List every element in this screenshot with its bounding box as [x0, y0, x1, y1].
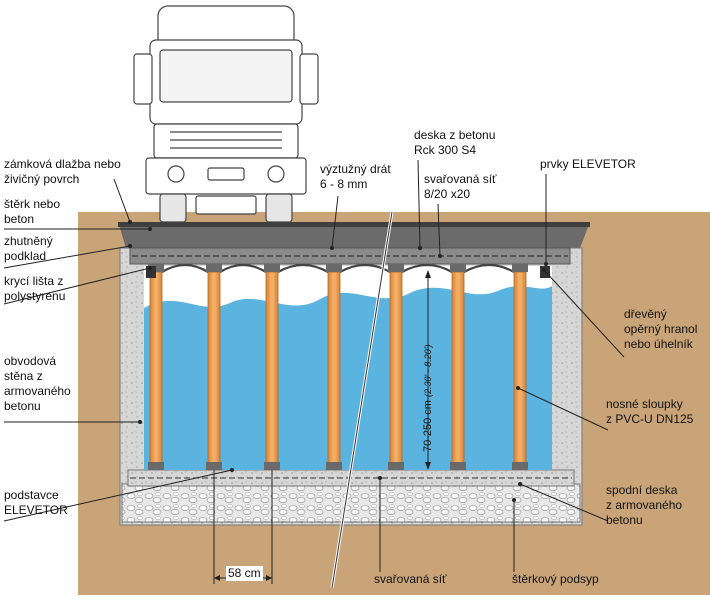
label-elevetor-elements: prvky ELEVETOR	[540, 157, 636, 171]
water	[144, 286, 552, 470]
elevetor-arch	[463, 263, 515, 273]
leader-dot	[138, 420, 142, 424]
support-column	[207, 271, 221, 469]
leader-dot	[512, 498, 516, 502]
support-column	[149, 271, 163, 469]
leader-dot	[544, 262, 548, 266]
column-head	[206, 264, 222, 272]
leader-dot	[516, 386, 520, 390]
leader-dot	[148, 266, 152, 270]
support-column	[513, 271, 527, 469]
column-head	[450, 264, 466, 272]
elevetor-base	[264, 462, 280, 470]
support-column	[265, 271, 279, 469]
support-column	[451, 271, 465, 469]
leader-dot	[418, 246, 422, 250]
elevetor-base	[512, 462, 528, 470]
elevetor-base	[148, 462, 164, 470]
elevetor-arch	[219, 263, 267, 273]
leader-dot	[438, 254, 442, 258]
leader-dot	[230, 468, 234, 472]
label-gravel-bed: štěrkový podsyp	[512, 572, 599, 586]
leader-line	[113, 178, 131, 223]
wooden-support-right	[540, 266, 550, 278]
label-spacing: 58 cm	[226, 566, 263, 581]
elevetor-arch	[161, 263, 209, 273]
column-head	[264, 264, 280, 272]
leader-dot	[518, 482, 522, 486]
leader-line	[3, 469, 233, 522]
column-head	[326, 264, 342, 272]
elevetor-base	[450, 462, 466, 470]
label-welded-mesh-bottom: svařovaná síť	[374, 572, 447, 586]
leader-line	[519, 483, 609, 522]
column-head	[512, 264, 528, 272]
leader-line	[3, 245, 131, 269]
truck-illustration	[133, 5, 319, 223]
elevetor-base	[388, 462, 404, 470]
elevetor-base	[326, 462, 342, 470]
elevetor-arch	[339, 263, 391, 273]
elevetor-arch	[277, 263, 329, 273]
leader-dot	[378, 476, 382, 480]
column-head	[388, 264, 404, 272]
leader-line	[517, 387, 609, 431]
leader-dot	[148, 227, 152, 231]
elevetor-arches	[161, 263, 515, 273]
leader-line	[331, 195, 339, 249]
leader-line	[3, 267, 151, 305]
leader-dot	[128, 244, 132, 248]
leader-line	[417, 159, 421, 249]
support-column	[327, 271, 341, 469]
leader-line	[437, 203, 441, 257]
leader-dot	[330, 246, 334, 250]
wooden-support-left	[146, 266, 156, 278]
support-column	[389, 271, 403, 469]
elevetor-base	[206, 462, 222, 470]
elevetor-arch	[401, 263, 453, 273]
leader-dot	[128, 220, 132, 224]
support-columns	[148, 264, 528, 470]
leader-line	[543, 269, 625, 358]
leader-dot	[542, 268, 546, 272]
label-height: 70-250 cm (2.30' - 8.20')	[422, 344, 434, 452]
gravel-bed	[121, 483, 581, 523]
paving-layer	[118, 222, 590, 248]
